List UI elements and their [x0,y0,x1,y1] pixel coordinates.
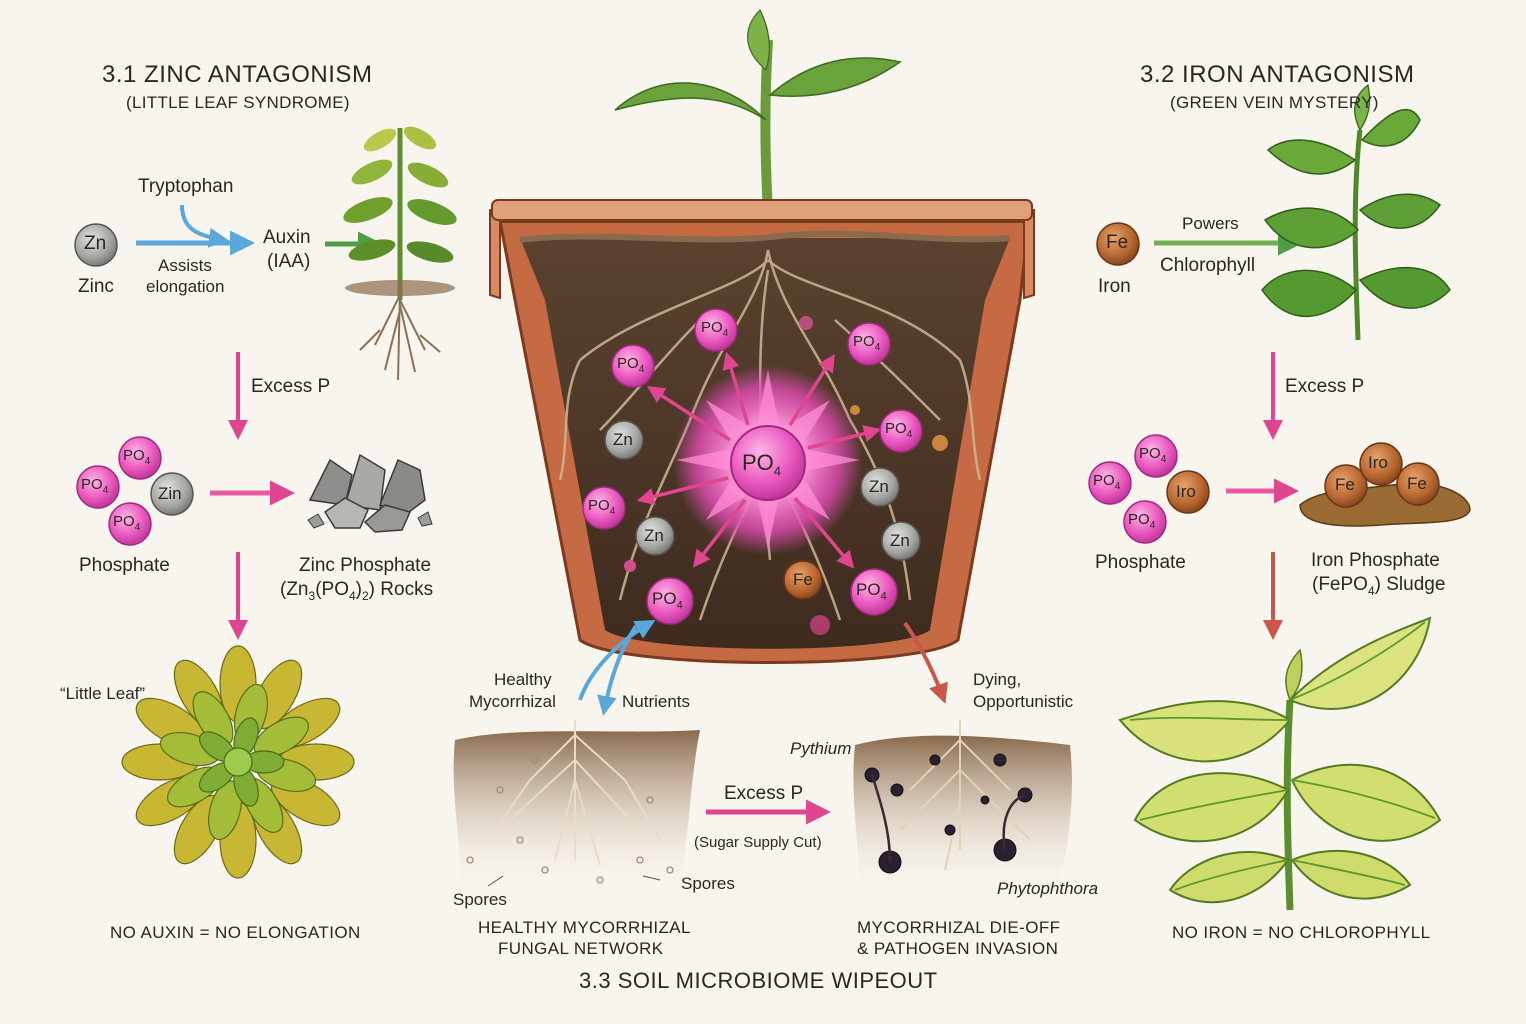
iaa-label: (IAA) [267,251,311,272]
phytophthora-label: Phytophthora [997,879,1099,898]
zinc-po4-1: PO4 [123,447,151,467]
sugar-cut-label: (Sugar Supply Cut) [694,834,822,851]
zinc-product-line1: Zinc Phosphate [299,555,432,576]
iron-atom-label: Iron [1098,276,1131,297]
zinc-excess-p-label: Excess P [251,376,331,397]
healthy-fungal-network [453,720,700,890]
sludge-fe-1: Fe [1335,475,1355,494]
nutrients-down-arrow [597,624,638,716]
iron-excess-p-label: Excess P [1285,376,1365,397]
zinc-zin-label: Zin [158,484,182,503]
dieoff-arrow [903,621,948,704]
pot-po4-e: PO4 [588,497,616,517]
zinc-phosphate-rocks [307,453,433,533]
iron-atom [1096,222,1140,266]
pot-po4-f: PO4 [652,589,683,612]
tryptophan-label: Tryptophan [138,176,234,197]
pot-zn-b: Zn [644,526,664,545]
iron-phosphate-sludge [1299,442,1471,527]
iron-title: 3.2 IRON ANTAGONISM [1140,61,1415,88]
pot-zn-a: Zn [613,430,633,449]
pot-zn-c: Zn [869,477,889,496]
center-po4-label: PO4 [742,450,782,479]
zinc-title: 3.1 ZINC ANTAGONISM [102,61,373,88]
little-leaf-label: “Little Leaf” [60,684,146,703]
zinc-section [74,126,457,879]
pot-po4-d: PO4 [885,420,913,440]
dying-label-1: Dying, [973,670,1022,689]
little-leaf-rosette [121,645,355,879]
healthy-green-plant [1261,83,1451,341]
zinc-phosphate-cluster [76,436,194,546]
soil-pot-illustration [489,8,1035,664]
pathogen-invaded-soil [853,720,1072,891]
healthy-seedling-illustration [343,126,457,381]
powers-label: Powers [1182,214,1239,233]
zinc-phosphate-label: Phosphate [79,555,170,576]
pot-zn-d: Zn [890,531,910,550]
pot-po4-c: PO4 [617,355,645,375]
auxin-label: Auxin [263,227,311,248]
iron-caption: NO IRON = NO CHLOROPHYLL [1172,923,1431,942]
iron-phosphate-cluster [1088,434,1210,544]
zinc-po4-2: PO4 [81,476,109,496]
zinc-caption: NO AUXIN = NO ELONGATION [110,923,361,942]
iron-subtitle: (GREEN VEIN MYSTERY) [1170,93,1379,112]
healthy-label-1: Healthy [494,670,552,689]
pot-ions [582,308,948,635]
iron-po4-1: PO4 [1139,445,1167,465]
microbiome-title: 3.3 SOIL MICROBIOME WIPEOUT [579,968,938,993]
healthy-caption-2: FUNGAL NETWORK [498,939,664,958]
iron-phosphate-label: Phosphate [1095,552,1186,573]
chlorotic-plant [1118,616,1442,911]
zinc-atom [74,223,118,267]
zinc-subtitle: (LITTLE LEAF SYNDROME) [126,93,350,112]
healthy-label-2: Mycorrhizal [469,692,556,711]
spores-label-right: Spores [681,874,735,893]
zinc-atom-symbol: Zn [84,233,107,254]
zinc-product-line2: (Zn3(PO4)2) Rocks [280,579,434,603]
dying-label-2: Opportunistic [973,692,1074,711]
chlorophyll-label: Chlorophyll [1160,255,1256,276]
soil-microbiome-section [453,620,1072,891]
iron-atom-symbol: Fe [1106,232,1129,253]
iron-product-line2: (FePO4) Sludge [1312,574,1446,598]
tryptophan-arrow [180,204,229,248]
zinc-atom-label: Zinc [78,276,114,297]
pot-fe: Fe [793,570,813,589]
sludge-iro: Iro [1368,453,1388,472]
assists-label: Assists [158,256,212,275]
spores-label-left: Spores [453,890,507,909]
iron-po4-2: PO4 [1093,472,1121,492]
zinc-po4-3: PO4 [113,513,141,533]
iron-iro-label: Iro [1176,482,1196,501]
healthy-caption-1: HEALTHY MYCORRHIZAL [478,918,691,937]
iron-product-line1: Iron Phosphate [1311,550,1440,571]
iron-po4-3: PO4 [1128,511,1156,531]
dieoff-caption-1: MYCORRHIZAL DIE-OFF [857,918,1061,937]
sludge-fe-2: Fe [1407,474,1427,493]
iron-section [1088,83,1471,911]
dieoff-caption-2: & PATHOGEN INVASION [857,939,1059,958]
pot-po4-b: PO4 [853,333,881,353]
nutrients-label: Nutrients [622,692,691,711]
pot-po4-a: PO4 [701,319,729,339]
microbiome-excess-p-label: Excess P [724,783,804,804]
elongation-label: elongation [146,277,225,296]
pot-po4-g: PO4 [856,580,887,603]
healthy-up-arrow [578,620,656,701]
pythium-label: Pythium [790,739,852,758]
